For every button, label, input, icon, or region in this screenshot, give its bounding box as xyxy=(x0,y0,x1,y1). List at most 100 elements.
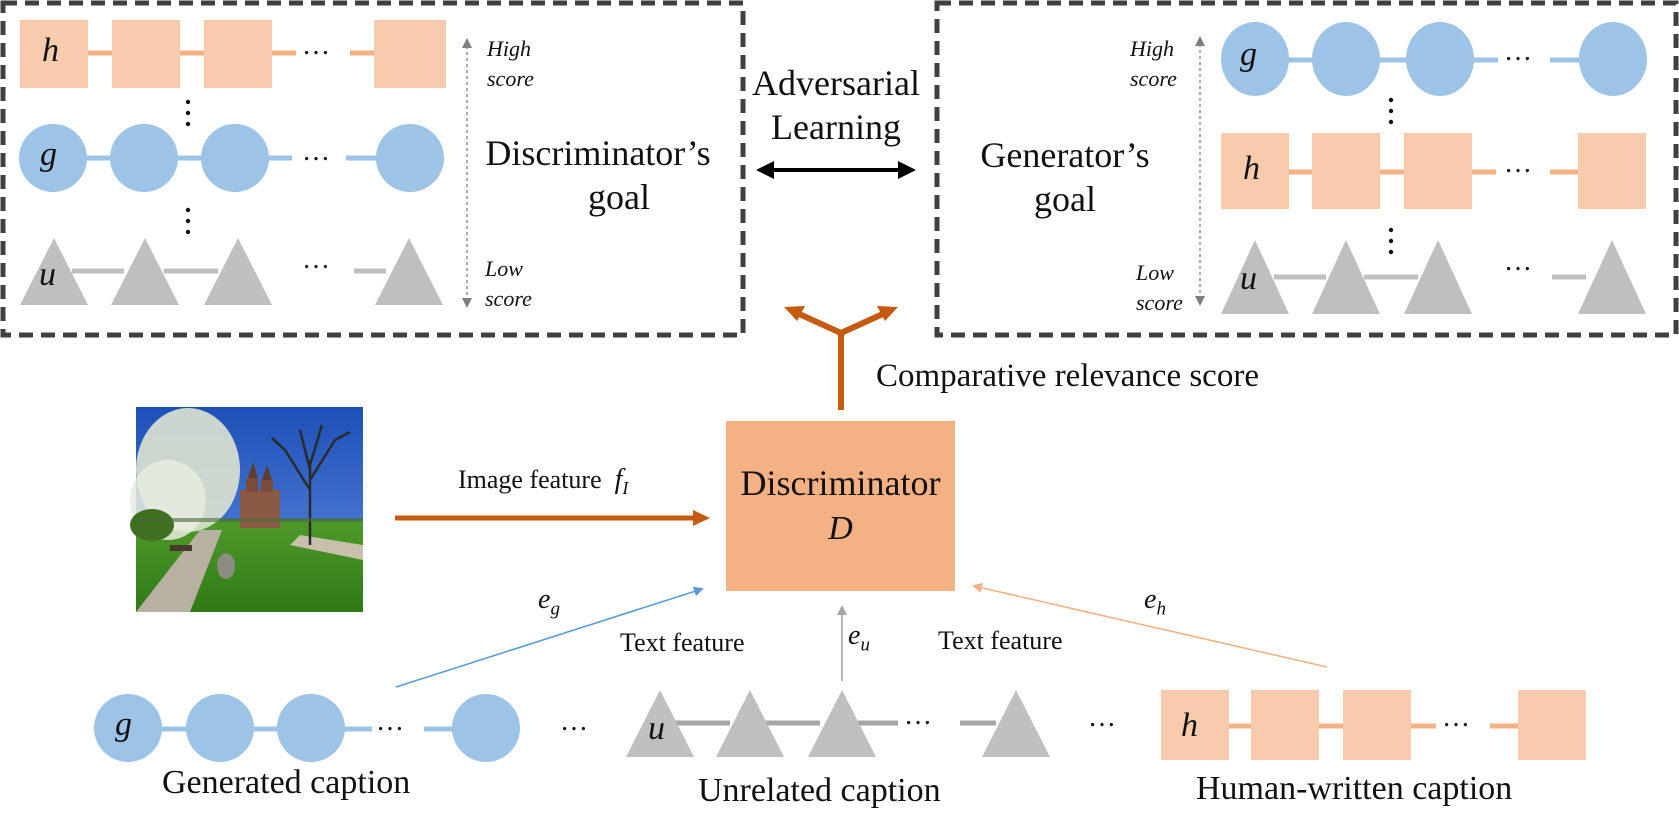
right-vertical-ellipsis xyxy=(1388,97,1394,255)
generated-caption-label: Generated caption xyxy=(162,764,411,801)
comparative-relevance-score-label: Comparative relevance score xyxy=(876,358,1259,394)
left-high-score-label: High xyxy=(487,36,531,61)
right-row-u xyxy=(1221,240,1646,314)
eh-arrow xyxy=(972,582,1328,668)
left-u-node xyxy=(20,238,88,305)
left-h-node xyxy=(374,20,446,88)
human-chain-ellipsis: … xyxy=(1442,702,1470,733)
right-high-score-label-2: score xyxy=(1130,66,1177,91)
image-feature-symbol: f xyxy=(614,464,623,495)
generator-goal-title-2: goal xyxy=(1034,179,1096,219)
left-u-symbol: u xyxy=(39,256,56,293)
discriminator-label: Discriminator xyxy=(740,463,941,503)
eg-label: eg xyxy=(538,584,560,620)
discriminator-symbol: D xyxy=(828,510,853,547)
text-feature-right-label: Text feature xyxy=(938,626,1063,655)
human-caption-label: Human-written caption xyxy=(1196,770,1513,807)
right-row-g-ellipsis: … xyxy=(1504,36,1532,67)
discriminator-goal-title-2: goal xyxy=(588,177,650,217)
right-score-axis-down-arrow xyxy=(1195,296,1205,306)
left-score-axis-down-arrow xyxy=(462,298,472,308)
between-ellipsis-1: … xyxy=(560,706,588,737)
bottom-u-node xyxy=(716,690,784,757)
left-row-h-ellipsis: … xyxy=(302,30,330,61)
right-u-node xyxy=(1404,240,1472,314)
image-feature-label: Image feature fI xyxy=(458,464,629,499)
left-row-g-ellipsis: … xyxy=(302,136,330,167)
right-g-node xyxy=(1406,22,1474,96)
left-h-node xyxy=(112,20,180,88)
left-u-node xyxy=(111,238,179,305)
right-g-node xyxy=(1579,22,1647,96)
right-u-node xyxy=(1312,240,1380,314)
right-row-g xyxy=(1221,22,1647,96)
image-feature-arrowhead xyxy=(693,510,710,526)
unrelated-caption-label: Unrelated caption xyxy=(698,772,941,809)
left-g-symbol: g xyxy=(40,136,57,173)
left-h-node xyxy=(20,20,88,88)
score-fork-arrowhead-right xyxy=(877,306,898,321)
right-score-axis-up-arrow xyxy=(1195,36,1205,46)
input-image xyxy=(130,407,363,612)
human-caption-chain xyxy=(1161,690,1586,760)
score-fork-arrow xyxy=(795,310,887,410)
right-g-node xyxy=(1312,22,1380,96)
generated-chain-ellipsis: … xyxy=(376,706,404,737)
right-h-node xyxy=(1404,133,1472,209)
right-high-score-label: High xyxy=(1130,36,1174,61)
image-feature-subscript: I xyxy=(622,478,629,499)
left-row-u-ellipsis: … xyxy=(302,244,330,275)
right-g-node xyxy=(1221,22,1289,96)
bottom-u-symbol: u xyxy=(648,710,665,747)
left-g-node xyxy=(110,124,178,192)
left-h-node xyxy=(204,20,272,88)
bottom-h-node xyxy=(1161,690,1229,760)
learning-label: Learning xyxy=(771,107,901,147)
left-u-node xyxy=(204,238,272,305)
bottom-h-node xyxy=(1251,690,1319,760)
discriminator-box xyxy=(726,421,955,591)
bottom-g-symbol: g xyxy=(115,706,132,743)
bottom-g-node xyxy=(277,694,345,762)
left-g-node xyxy=(19,124,87,192)
between-ellipsis-2: … xyxy=(1088,702,1116,733)
bottom-h-symbol: h xyxy=(1181,707,1198,744)
right-h-node xyxy=(1221,133,1289,209)
left-row-g xyxy=(19,124,444,192)
right-u-node xyxy=(1221,240,1289,314)
generated-caption-chain xyxy=(94,694,520,762)
bottom-u-node xyxy=(626,690,694,757)
bottom-u-node xyxy=(808,690,876,757)
bottom-u-node xyxy=(982,690,1050,757)
right-low-score-label-2: score xyxy=(1136,290,1183,315)
left-low-score-label: Low xyxy=(485,256,523,281)
right-row-h-ellipsis: … xyxy=(1504,148,1532,179)
left-u-node xyxy=(375,238,443,305)
right-h-symbol: h xyxy=(1243,150,1260,187)
text-feature-left-label: Text feature xyxy=(620,628,745,657)
bottom-h-node xyxy=(1343,690,1411,760)
left-g-node xyxy=(376,124,444,192)
adversarial-arrow-left-head xyxy=(756,161,774,179)
right-u-symbol: u xyxy=(1240,260,1257,297)
left-row-u xyxy=(20,238,443,305)
right-g-symbol: g xyxy=(1240,36,1257,73)
left-low-score-label-2: score xyxy=(485,286,532,311)
unrelated-chain-ellipsis: … xyxy=(904,700,932,731)
right-row-h xyxy=(1221,133,1646,209)
right-h-node xyxy=(1312,133,1380,209)
right-row-u-ellipsis: … xyxy=(1504,246,1532,277)
left-vertical-ellipsis xyxy=(185,99,191,235)
left-row-h xyxy=(20,20,446,88)
bottom-g-node xyxy=(94,694,162,762)
right-h-node xyxy=(1578,133,1646,209)
left-h-symbol: h xyxy=(42,32,59,69)
left-high-score-label-2: score xyxy=(487,66,534,91)
eg-arrow xyxy=(395,586,704,688)
bottom-g-node xyxy=(452,694,520,762)
generator-goal-panel xyxy=(934,0,1679,338)
discriminator-goal-title: Discriminator’s xyxy=(485,133,711,173)
eu-label: eu xyxy=(848,620,870,656)
left-score-axis-up-arrow xyxy=(462,38,472,48)
